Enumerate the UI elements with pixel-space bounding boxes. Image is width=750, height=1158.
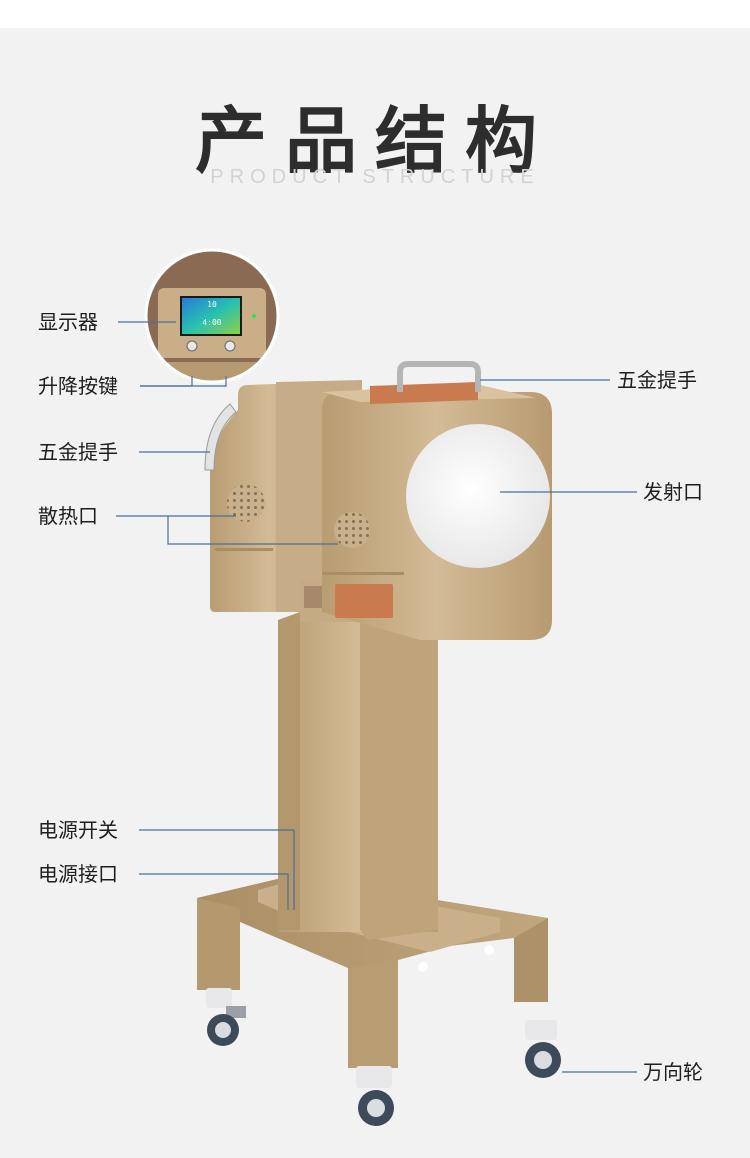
label-vents: 散热口 [38, 504, 98, 528]
label-handle-right: 五金提手 [617, 368, 697, 392]
page-title: 产品结构 [194, 98, 555, 183]
display-zoom-bubble [144, 248, 280, 384]
label-emitter: 发射口 [643, 480, 703, 504]
label-power-port: 电源接口 [38, 862, 118, 886]
front-head [300, 361, 552, 640]
label-casters: 万向轮 [643, 1060, 703, 1084]
screen-readout-2: 4:00 [202, 318, 222, 327]
screen-readout-1: 10 [207, 300, 217, 309]
leader-lines [116, 321, 637, 1073]
label-display: 显示器 [38, 310, 98, 334]
support-column [278, 612, 438, 940]
label-lift-buttons: 升降按键 [38, 374, 118, 398]
casters-group [206, 988, 561, 1126]
label-power-switch: 电源开关 [38, 818, 118, 842]
label-handle-left: 五金提手 [38, 440, 118, 464]
page-subtitle: PRODUCT STRUCTURE [210, 166, 540, 188]
